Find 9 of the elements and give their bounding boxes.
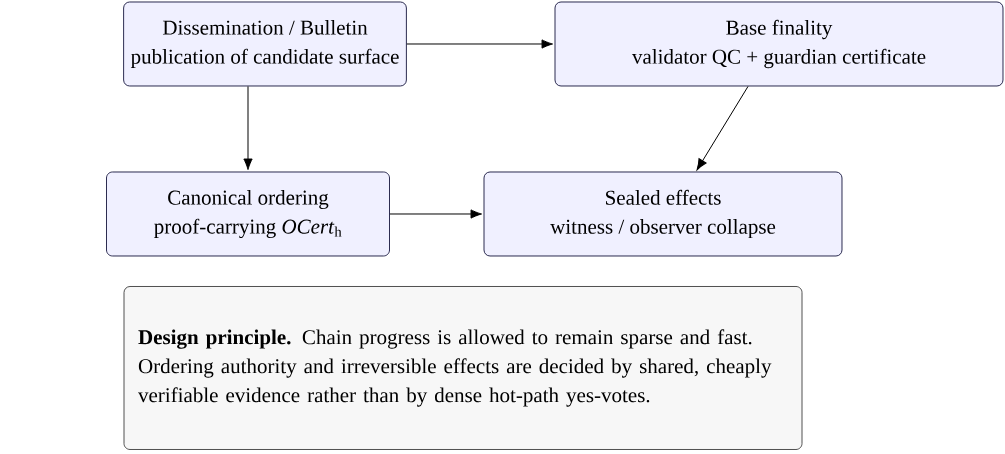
arrow [406,39,554,49]
arrow [243,85,253,171]
note-box: Design principle. Chain progress is allowed to remain sparse and fast. Ordering authority and irreversible effects are decided by shared, cheaply verifiable evidence rather than by dense hot-path yes-votes. [123,286,803,450]
process-box: Canonical ordering proof-carrying OCert$_{h}$ [106,171,390,257]
process-box: Base finality validator QC + guardian certificate [554,1,1004,87]
arrow [389,209,483,219]
arrow [696,85,749,171]
process-box: Sealed effects witness / observer collapse [483,171,843,257]
process-box: Dissemination / Bulletin publication of candidate surface [123,1,407,87]
